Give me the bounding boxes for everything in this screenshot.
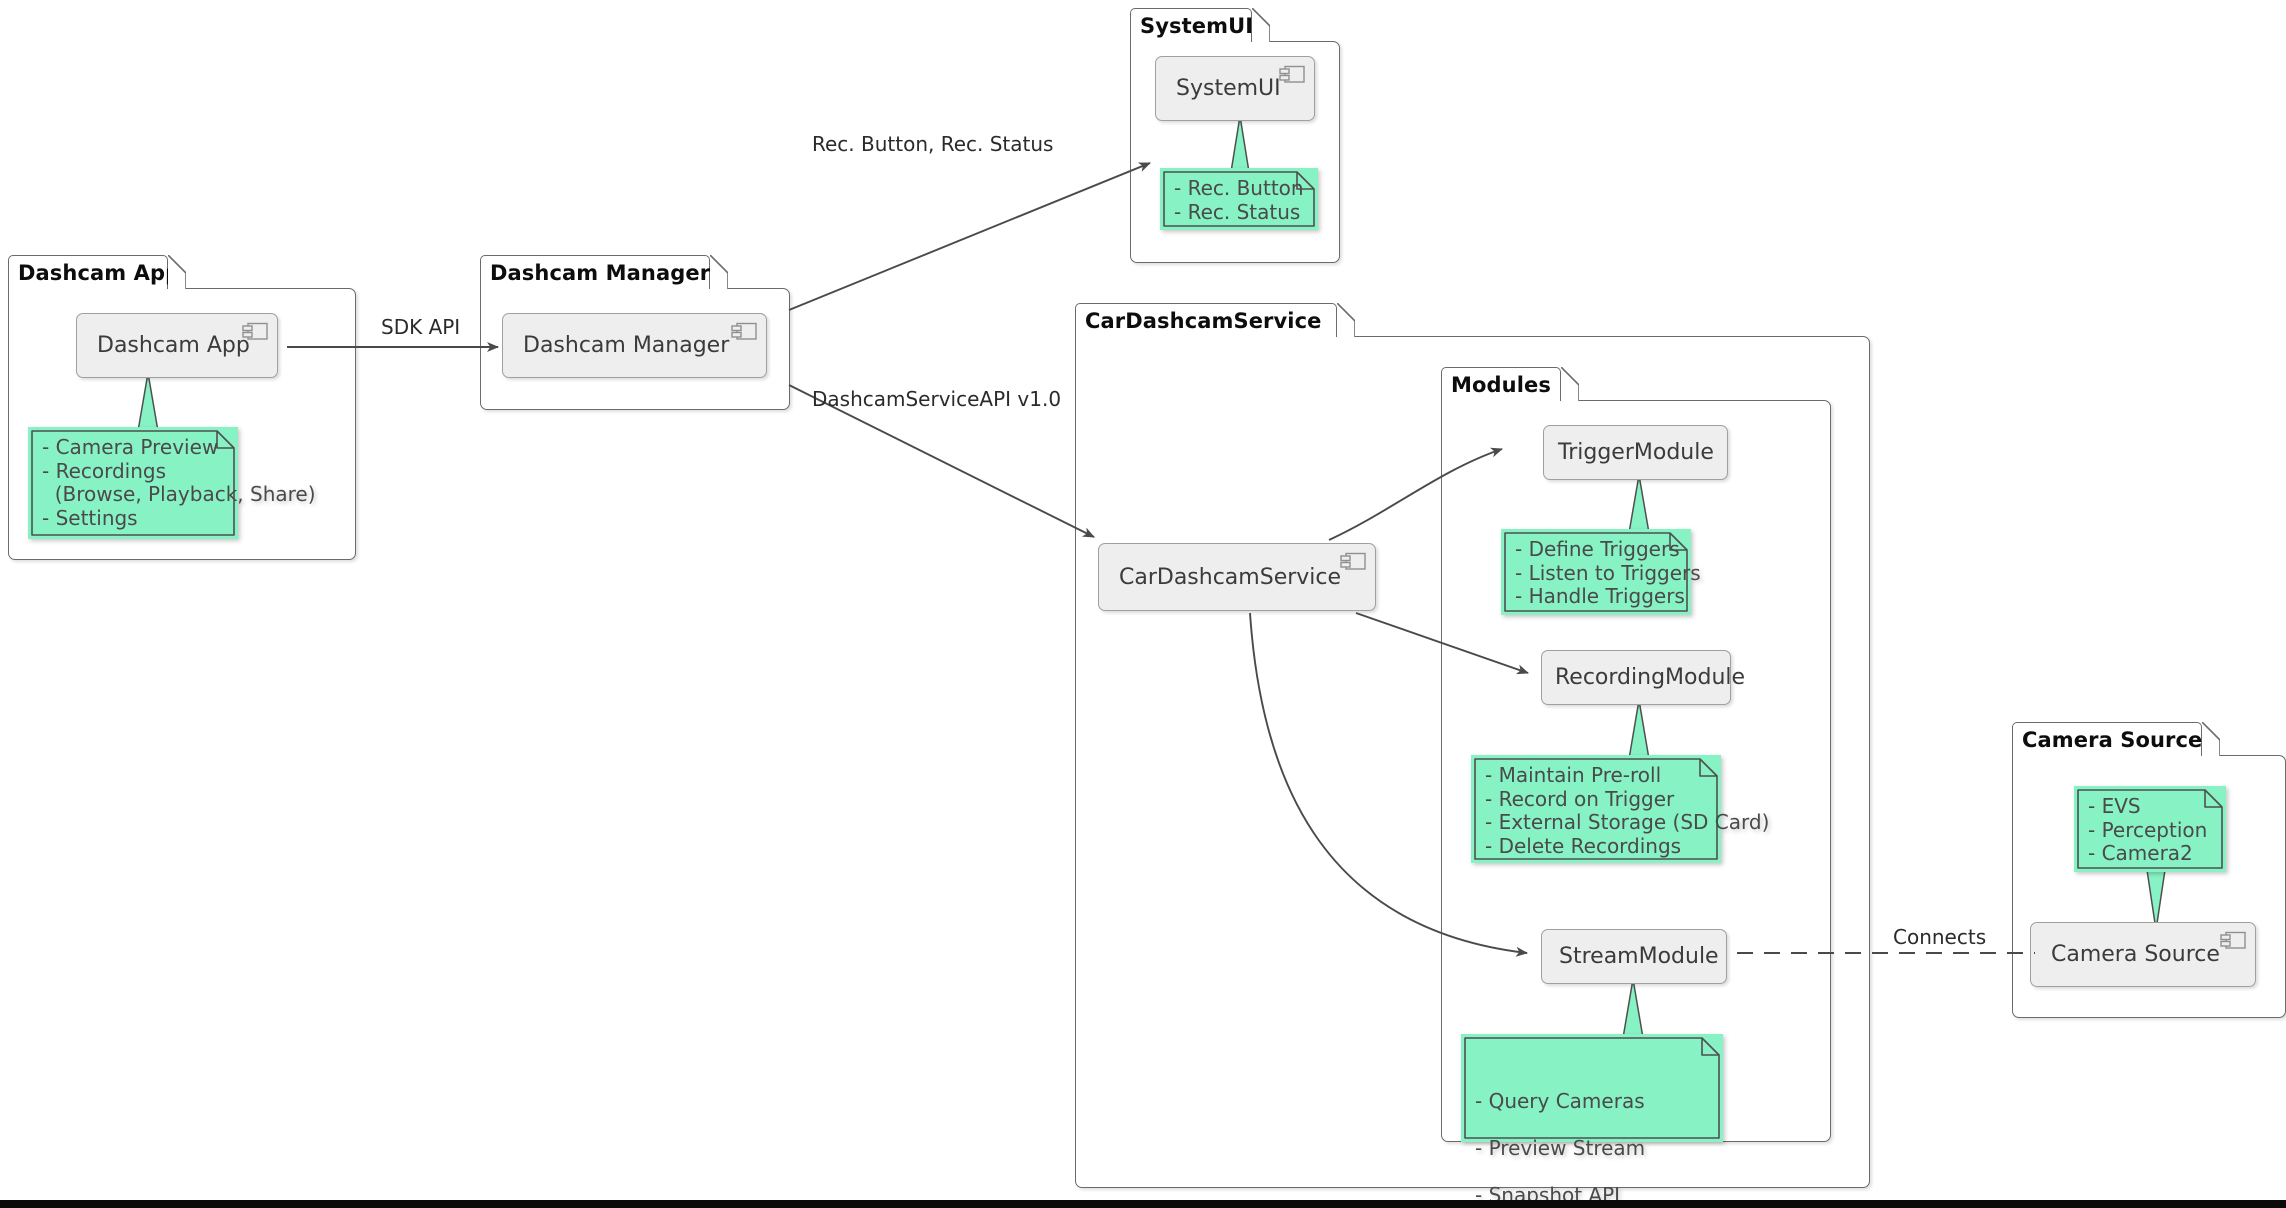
note-camera-source: - EVS - Perception - Camera2 — [2074, 786, 2226, 872]
component-dashcam-app[interactable]: Dashcam App — [76, 313, 278, 378]
component-label-trigger-module: TriggerModule — [1558, 440, 1714, 465]
component-trigger-module[interactable]: TriggerModule — [1543, 425, 1728, 480]
component-camera-source[interactable]: Camera Source — [2030, 922, 2256, 987]
package-camera-source: Camera Source - EVS - Perception - Camer… — [2012, 722, 2286, 1018]
bottom-chrome-bar — [0, 1200, 2286, 1208]
component-icon — [1340, 552, 1366, 570]
component-icon — [242, 322, 268, 340]
component-stream-module[interactable]: StreamModule — [1541, 929, 1727, 984]
package-title-camera-source: Camera Source — [2022, 727, 2203, 752]
edge-label-dashcam-service-api: DashcamServiceAPI v1.0 — [812, 387, 1062, 411]
package-title-modules: Modules — [1451, 372, 1551, 397]
package-tab-modules: Modules — [1441, 367, 1561, 401]
component-label-dashcam-manager: Dashcam Manager — [523, 333, 730, 358]
note-text-recording-module: - Maintain Pre-roll - Record on Trigger … — [1485, 763, 1769, 858]
package-car-dashcam-service: CarDashcamService CarDashcamService Modu… — [1075, 303, 1870, 1207]
component-icon — [1279, 65, 1305, 83]
note-shape — [31, 430, 235, 536]
component-dashcam-manager[interactable]: Dashcam Manager — [502, 313, 767, 378]
component-label-dashcam-app: Dashcam App — [97, 333, 250, 358]
note-text-dashcam-app: - Camera Preview - Recordings (Browse, P… — [42, 435, 316, 530]
package-tab-slant — [1561, 367, 1579, 401]
component-recording-module[interactable]: RecordingModule — [1541, 650, 1745, 705]
note-tail-recording-module — [1628, 700, 1650, 760]
note-tail-dashcam-app — [137, 373, 159, 432]
component-label-car-dashcam-service: CarDashcamService — [1119, 564, 1342, 590]
component-icon — [2220, 931, 2246, 949]
package-dashcam-manager: Dashcam Manager Dashcam Manager — [480, 255, 790, 410]
package-modules: Modules TriggerModule - Define Triggers … — [1441, 367, 1831, 1207]
note-system-ui: - Rec. Button - Rec. Status — [1160, 168, 1318, 230]
note-tail-stream-module — [1622, 979, 1644, 1039]
component-label-recording-module: RecordingModule — [1555, 665, 1746, 690]
package-tab-system-ui: SystemUI — [1130, 8, 1254, 42]
note-shape — [1464, 1037, 1720, 1139]
note-tail-trigger-module — [1628, 475, 1650, 534]
component-icon — [731, 322, 757, 340]
edge-rec-button-status — [788, 162, 1151, 311]
note-dashcam-app: - Camera Preview - Recordings (Browse, P… — [28, 427, 316, 539]
package-tab-dashcam-app: Dashcam App — [8, 255, 180, 289]
package-tab-camera-source: Camera Source — [2012, 722, 2202, 756]
note-text-trigger-module: - Define Triggers - Listen to Triggers -… — [1515, 537, 1701, 608]
package-title-dashcam-manager: Dashcam Manager — [490, 260, 711, 285]
note-recording-module: - Maintain Pre-roll - Record on Trigger … — [1471, 755, 1769, 863]
note-tail-system-ui — [1230, 116, 1250, 173]
package-tab-slant — [168, 255, 186, 289]
component-system-ui[interactable]: SystemUI — [1155, 56, 1315, 121]
package-title-car-dashcam-service: CarDashcamService — [1085, 308, 1322, 333]
package-tab-slant — [1252, 8, 1270, 42]
package-system-ui: SystemUI SystemUI - Rec. Button - Rec. S… — [1130, 8, 1340, 263]
package-title-dashcam-app: Dashcam App — [18, 260, 181, 285]
package-dashcam-app: Dashcam App Dashcam App - Camer — [8, 255, 356, 560]
edge-label-connects: Connects — [1893, 925, 1987, 949]
note-text-system-ui: - Rec. Button - Rec. Status — [1174, 176, 1304, 224]
note-line-preview-stream: - Preview Stream — [1475, 1136, 1646, 1160]
component-car-dashcam-service[interactable]: CarDashcamService — [1098, 543, 1376, 611]
package-tab-slant — [2202, 722, 2220, 756]
note-shape — [1504, 532, 1688, 612]
package-tab-slant — [710, 255, 728, 289]
edge-label-sdk-api: SDK API — [381, 315, 461, 339]
package-tab-slant — [1337, 303, 1355, 337]
note-text-camera-source: - EVS - Perception - Camera2 — [2088, 794, 2208, 865]
note-shape — [2077, 789, 2223, 869]
note-shape — [1163, 171, 1315, 227]
edge-label-rec-button-status: Rec. Button, Rec. Status — [812, 132, 1054, 156]
package-title-system-ui: SystemUI — [1140, 13, 1254, 38]
component-label-stream-module: StreamModule — [1559, 944, 1719, 969]
note-stream-module: - Query Cameras - Preview Stream - Snaps… — [1461, 1034, 1723, 1207]
package-tab-dashcam-manager: Dashcam Manager — [480, 255, 710, 289]
package-tab-car-dashcam-service: CarDashcamService — [1075, 303, 1337, 337]
note-trigger-module: - Define Triggers - Listen to Triggers -… — [1501, 529, 1701, 615]
component-label-camera-source: Camera Source — [2051, 942, 2220, 967]
note-line-query-cameras: - Query Cameras — [1475, 1089, 1645, 1113]
component-label-system-ui: SystemUI — [1176, 76, 1281, 101]
note-text-stream-module: - Query Cameras - Preview Stream - Snaps… — [1461, 1034, 1723, 1208]
